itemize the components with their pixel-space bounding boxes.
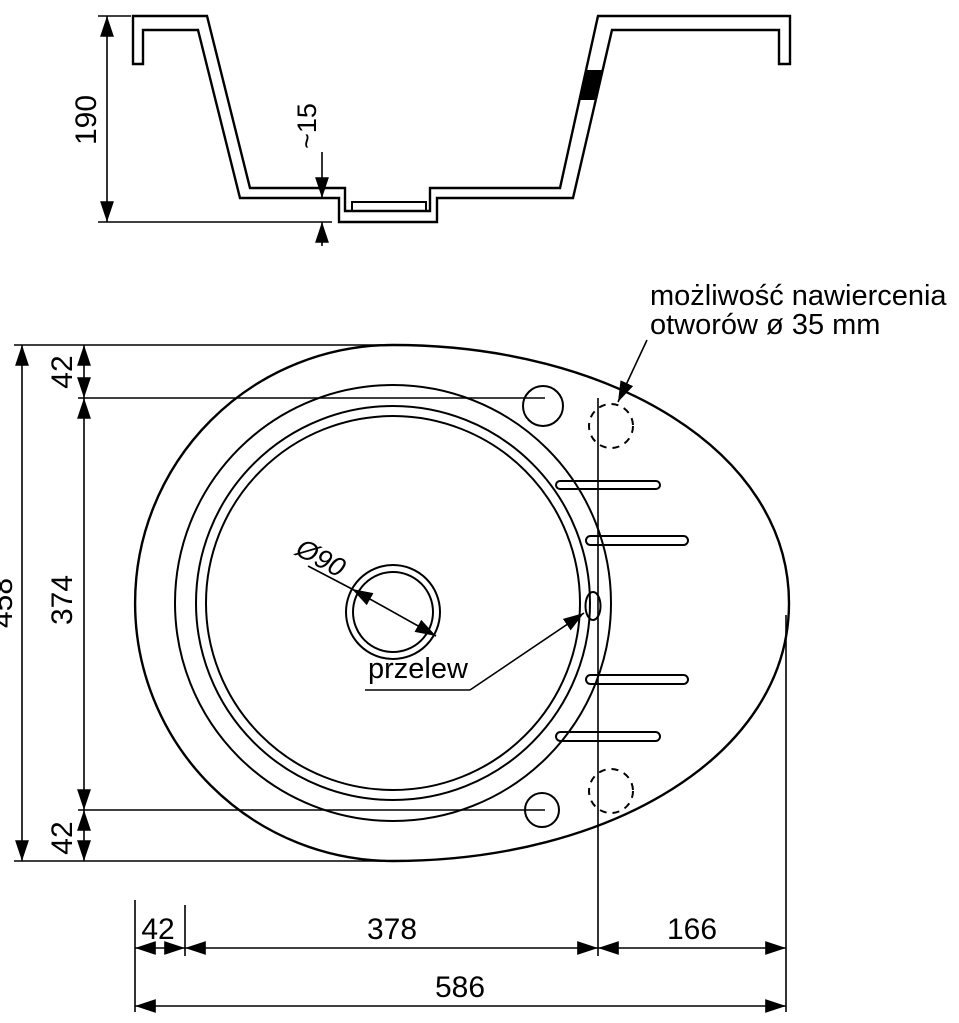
drill-annotation-line1: możliwość nawiercenia — [650, 280, 947, 312]
groove-1 — [555, 480, 661, 490]
top-offset-label: 42 — [46, 355, 79, 388]
groove-2 — [585, 535, 689, 546]
bowl-outer-rim — [174, 384, 612, 822]
dim-bottom-offset: 42 — [46, 810, 91, 861]
overflow-callout: przelew — [365, 612, 585, 691]
plan-view: Ø90 przelew możliwość nawiercenia otworó… — [133, 280, 947, 863]
overflow-label: przelew — [368, 653, 469, 685]
overflow-hole — [584, 591, 602, 621]
drill-annotation: możliwość nawiercenia otworów ø 35 mm — [617, 280, 947, 403]
drill-option-hole-bottom — [588, 768, 634, 814]
bottom-offset-label: 42 — [46, 821, 79, 854]
cross-section-view: 190 ~15 — [70, 14, 792, 246]
dim-left-offset: 42 — [135, 913, 185, 955]
vertical-dimensions: 458 42 374 42 — [0, 344, 545, 862]
dim-recess-depth: ~15 — [292, 103, 329, 246]
bowl-middle-rim — [195, 405, 591, 801]
drill-option-hole-top — [588, 403, 634, 449]
groove-3 — [585, 674, 689, 685]
bowl-width-label: 378 — [367, 913, 417, 946]
groove-4 — [555, 731, 661, 742]
total-height-label: 458 — [0, 578, 19, 628]
section-break-mark — [579, 70, 603, 100]
recess-depth-label: ~15 — [292, 103, 322, 149]
bowl-span-label: 374 — [46, 575, 79, 625]
section-height-label: 190 — [70, 95, 103, 145]
right-offset-label: 166 — [667, 913, 717, 946]
drain-outer — [345, 564, 441, 660]
dim-total-width: 586 — [135, 971, 786, 1013]
sink-profile — [131, 14, 792, 224]
dim-right-offset: 166 — [598, 913, 786, 955]
dim-total-height: 458 — [0, 345, 29, 861]
dim-top-offset: 42 — [46, 345, 91, 398]
horizontal-dimensions: 42 378 166 586 — [134, 398, 787, 1013]
drainer-grooves — [555, 480, 689, 742]
drain-insert — [351, 201, 427, 212]
tap-hole-top — [522, 385, 564, 427]
dim-section-height: 190 — [70, 15, 332, 223]
total-width-label: 586 — [435, 971, 485, 1004]
sink-outline — [133, 343, 791, 863]
drill-annotation-line2: otworów ø 35 mm — [650, 309, 880, 341]
bowl-inner-rim — [205, 415, 581, 791]
left-offset-label: 42 — [141, 913, 174, 946]
dim-bowl-width: 378 — [185, 913, 598, 955]
dim-bowl-span: 374 — [46, 398, 91, 810]
